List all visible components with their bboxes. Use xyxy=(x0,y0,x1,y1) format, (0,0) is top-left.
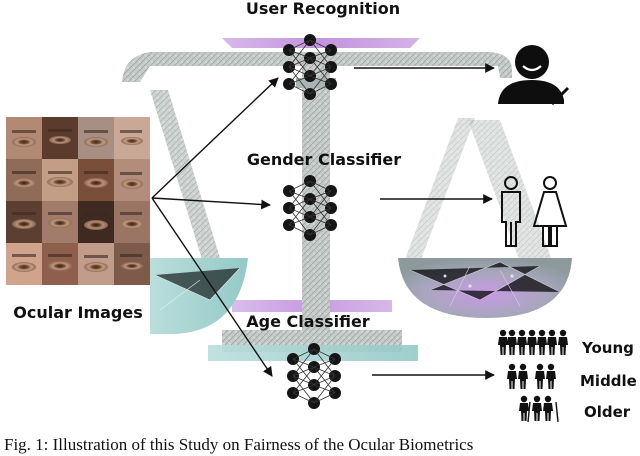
gender-classifier-label: Gender Classifier xyxy=(247,150,401,169)
young-people-icons xyxy=(498,329,568,355)
arrow-to-user-recognition xyxy=(151,77,279,199)
ocular-images-label: Ocular Images xyxy=(13,303,142,322)
male-female-icon xyxy=(501,176,568,247)
flow-arrows xyxy=(151,63,495,380)
age-group-young-label: Young xyxy=(581,339,634,357)
age-group-older-label: Older xyxy=(584,403,631,421)
people-group-icon xyxy=(498,329,568,423)
age-group-middle-label: Middle xyxy=(580,372,637,390)
figure-caption: Fig. 1: Illustration of this Study on Fa… xyxy=(4,435,474,454)
ocular-images-grid xyxy=(6,117,150,285)
scale-top-glow xyxy=(222,38,420,48)
left-arm xyxy=(150,90,230,292)
female-icon xyxy=(532,176,568,247)
older-people-icons xyxy=(519,395,559,423)
user-recognition-label: User Recognition xyxy=(246,0,400,18)
user-check-icon xyxy=(498,45,570,106)
middle-people-icons xyxy=(507,363,556,389)
male-icon xyxy=(501,176,521,247)
pillar-cap xyxy=(296,78,336,88)
arrow-to-age-classifier xyxy=(151,197,273,377)
arrow-to-gender-classifier xyxy=(151,197,271,210)
age-classifier-label: Age Classifier xyxy=(246,312,370,331)
